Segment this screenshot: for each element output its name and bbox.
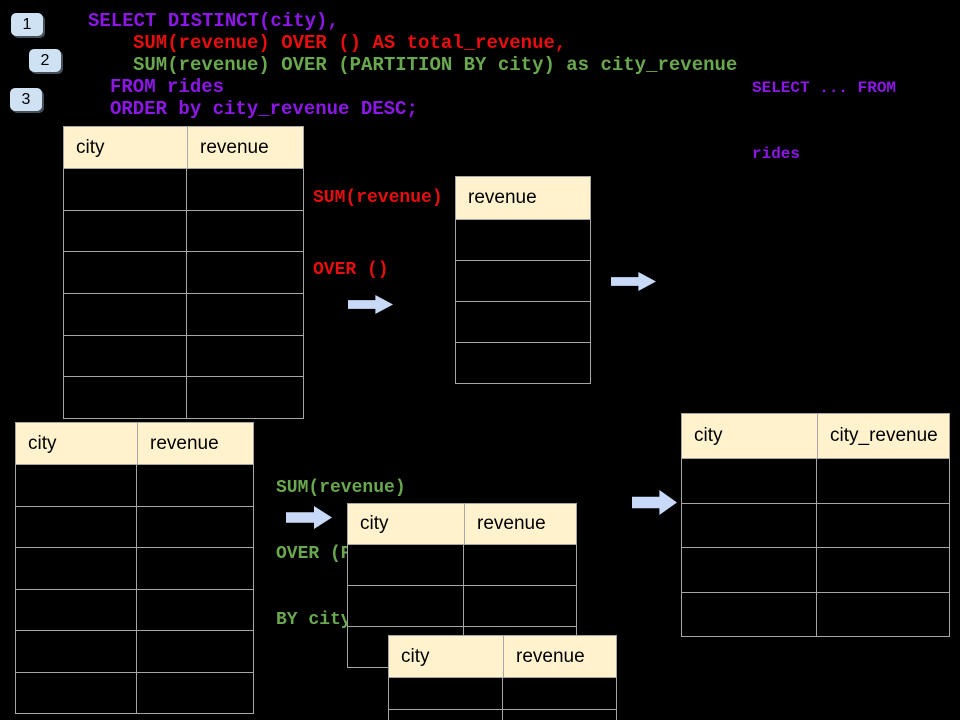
column-header-city: city: [401, 645, 430, 667]
step-badge-2: 2: [29, 49, 61, 72]
from-rides-note: SELECT ... FROM rides: [752, 33, 896, 209]
table-cell: [456, 342, 590, 383]
table-total-revenue: revenue: [455, 176, 591, 384]
table-cell: [464, 544, 576, 585]
from-rides-note-line1: SELECT ... FROM: [752, 79, 897, 97]
annotation-partition-line1: SUM(revenue): [276, 478, 406, 498]
table-city-revenue-result: city city_revenue: [681, 413, 950, 637]
table-cell: [682, 502, 817, 547]
table-cell: [389, 709, 503, 720]
annotation-total-line2: OVER (): [313, 260, 389, 280]
step-badge-2-label: 2: [40, 51, 50, 69]
table-cell: [64, 376, 187, 419]
sql-line-sum-partition: SUM(revenue) OVER (PARTITION BY city) as…: [133, 54, 738, 76]
table-cell: [503, 677, 616, 709]
flow-arrow-right-icon: [286, 506, 332, 529]
column-header-city: city: [76, 136, 105, 158]
column-header-city: city: [694, 425, 723, 446]
sql-line-select: SELECT DISTINCT(city),: [88, 10, 339, 32]
table-cell: [187, 376, 303, 419]
annotation-total-line1: SUM(revenue): [313, 188, 443, 208]
table-cell: [682, 591, 817, 636]
table-cell: [187, 334, 303, 377]
table-cell: [64, 251, 187, 294]
column-header-revenue: revenue: [468, 187, 537, 208]
flow-arrow-right-icon: [632, 490, 677, 515]
table-cell: [64, 334, 187, 377]
table-cell: [187, 168, 303, 210]
column-header-revenue: revenue: [187, 127, 303, 168]
table-cell: [187, 251, 303, 294]
table-cell: [348, 585, 464, 626]
column-header-city: city: [360, 513, 389, 534]
column-header-city-revenue: city_revenue: [817, 414, 949, 458]
sql-line-sum-over: SUM(revenue) OVER () AS total_revenue,: [133, 32, 567, 54]
table-partition-overlay: city revenue: [388, 635, 617, 720]
sql-line-from: FROM rides: [110, 76, 225, 98]
table-rides-source-top: city revenue: [63, 126, 304, 420]
table-cell: [682, 547, 817, 592]
table-cell: [187, 209, 303, 252]
table-cell: [348, 544, 464, 585]
annotation-total-revenue: SUM(revenue) OVER (): [313, 138, 443, 330]
column-header-revenue: revenue: [464, 504, 576, 544]
step-badge-3-label: 3: [21, 90, 31, 108]
sql-line-order-by: ORDER by city_revenue DESC;: [110, 98, 418, 120]
table-cell: [137, 630, 253, 672]
column-header-revenue: revenue: [137, 423, 253, 464]
table-cell: [187, 293, 303, 335]
table-cell: [389, 677, 503, 709]
table-cell: [817, 547, 949, 592]
flow-arrow-right-icon: [348, 295, 393, 314]
table-cell: [64, 168, 187, 210]
table-cell: [456, 219, 590, 260]
table-cell: [16, 588, 137, 630]
table-cell: [16, 671, 137, 713]
flow-arrow-right-icon: [611, 272, 656, 291]
table-cell: [137, 588, 253, 630]
table-cell: [16, 464, 137, 506]
table-cell: [137, 671, 253, 713]
table-cell: [16, 547, 137, 589]
column-header-city: city: [28, 432, 57, 454]
table-cell: [16, 630, 137, 672]
table-cell: [682, 458, 817, 503]
table-rides-source-bottom: city revenue: [15, 422, 254, 714]
table-cell: [817, 591, 949, 636]
table-cell: [137, 464, 253, 506]
table-cell: [16, 505, 137, 547]
from-rides-note-line2: rides: [752, 145, 801, 163]
table-cell: [64, 209, 187, 252]
column-header-revenue: revenue: [503, 636, 616, 677]
step-badge-3: 3: [10, 88, 42, 111]
step-badge-1: 1: [11, 13, 43, 36]
table-cell: [817, 502, 949, 547]
table-cell: [64, 293, 187, 335]
table-cell: [137, 505, 253, 547]
table-cell: [456, 260, 590, 301]
table-cell: [817, 458, 949, 503]
step-badge-1-label: 1: [22, 15, 32, 33]
table-cell: [456, 301, 590, 342]
table-cell: [137, 547, 253, 589]
table-cell: [503, 709, 616, 720]
table-cell: [464, 585, 576, 626]
